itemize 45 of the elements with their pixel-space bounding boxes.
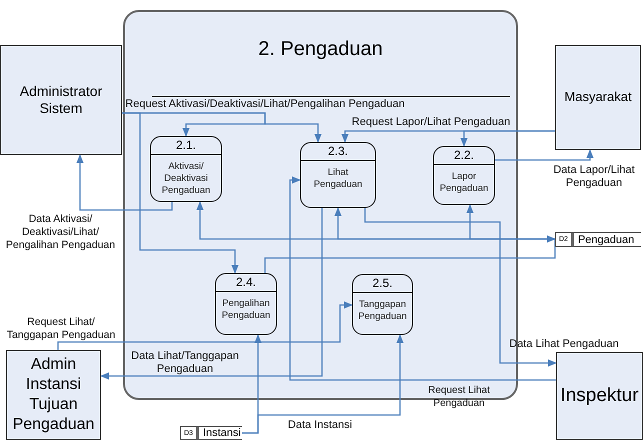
- edge-label: Request Lihat/ Tanggapan Pengaduan: [6, 316, 116, 342]
- external-entity-box: [0, 45, 122, 155]
- external-entity-box: [555, 45, 641, 150]
- process-number: 2.3.: [301, 143, 375, 161]
- flow-arrow: [289, 176, 556, 381]
- flow-arrow: [460, 130, 555, 147]
- process-box: [300, 142, 376, 208]
- entity-label: Inspektur: [560, 384, 639, 408]
- edge-label: Request Aktivasi/Deaktivasi/Lihat/Pengalihan Pengaduan: [124, 98, 406, 111]
- flow-arrow: [100, 208, 323, 380]
- flow-arrow: [57, 301, 353, 350]
- external-entity-box: [6, 350, 101, 440]
- edge-label: Request Lihat Pengaduan: [427, 384, 491, 410]
- process-label: Tanggapan Pengaduan: [357, 298, 408, 323]
- edge-label: Data Lihat/Tanggapan Pengaduan: [130, 350, 240, 376]
- entity-label: Administrator Sistem: [18, 82, 104, 118]
- external-entity-box: [556, 352, 643, 440]
- process-label: Pengalihan Pengaduan: [220, 297, 272, 322]
- flow-arrow: [122, 112, 239, 274]
- edge-label: Data Aktivasi/ Deaktivasi/Lihat/ Pengalihan Pengaduan: [4, 213, 116, 252]
- process-number: 2.1.: [151, 137, 221, 155]
- store-label: Instansi: [202, 427, 242, 439]
- flow-arrow: [76, 154, 173, 211]
- edge-label: Data Lapor/Lihat Pengaduan: [552, 164, 636, 190]
- process-number: 2.5.: [353, 275, 412, 293]
- process-box: [352, 274, 413, 335]
- process-box: [215, 273, 277, 335]
- process-number: 2.2.: [434, 147, 494, 165]
- process-box: [150, 136, 222, 202]
- data-store: [555, 232, 641, 247]
- data-store: [180, 426, 242, 440]
- edge-label: Request Lapor/Lihat Pengaduan: [350, 116, 512, 129]
- entity-label: Admin Instansi Tujuan Pengaduan: [12, 355, 96, 435]
- flow-arrow: [242, 334, 404, 434]
- flow-arrow: [364, 208, 557, 367]
- process-label: Lapor Pengaduan: [438, 170, 490, 195]
- flow-arrow: [495, 149, 594, 161]
- entity-label: Masyarakat: [564, 89, 632, 106]
- store-label: Pengaduan: [576, 233, 636, 246]
- process-number: 2.4.: [216, 274, 276, 292]
- process-label: Lihat Pengaduan: [312, 166, 364, 191]
- process-box: [433, 146, 495, 205]
- process-label: Aktivasi/ Deaktivasi Pengaduan: [160, 160, 212, 197]
- edge-label: Data Instansi: [286, 419, 354, 432]
- group-title: 2. Pengaduan: [257, 38, 384, 61]
